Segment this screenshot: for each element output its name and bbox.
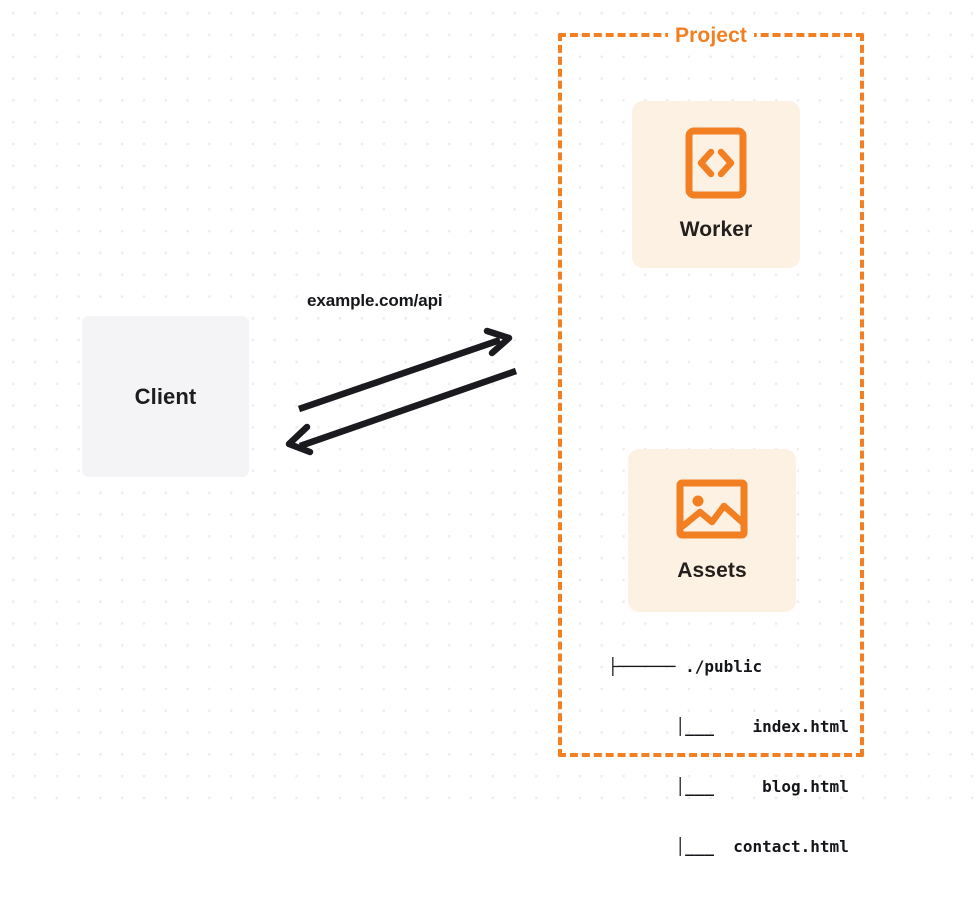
project-title: Project [668, 24, 754, 48]
file-tree-row: ├────── ./public [608, 657, 763, 676]
worker-card[interactable]: Worker [632, 101, 800, 268]
file-tree-row: │___ contact.html [608, 837, 849, 856]
worker-label: Worker [679, 218, 753, 241]
client-node[interactable]: Client [82, 316, 249, 477]
project-boundary: Project [558, 24, 864, 757]
code-brackets-icon [685, 127, 747, 204]
request-url-label: example.com/api [307, 291, 443, 310]
file-tree-row: │___ blog.html [608, 777, 849, 796]
request-arrow [297, 327, 513, 413]
client-label: Client [134, 383, 197, 409]
assets-file-tree: ├────── ./public │___ index.html │___ bl… [608, 617, 849, 897]
assets-card[interactable]: Assets [628, 449, 796, 612]
assets-label: Assets [677, 559, 747, 582]
image-photo-icon [676, 478, 748, 545]
diagram-canvas: Client example.com/api Project Worker [0, 0, 980, 856]
file-tree-row: │___ index.html [608, 717, 849, 736]
response-arrow [285, 367, 518, 456]
